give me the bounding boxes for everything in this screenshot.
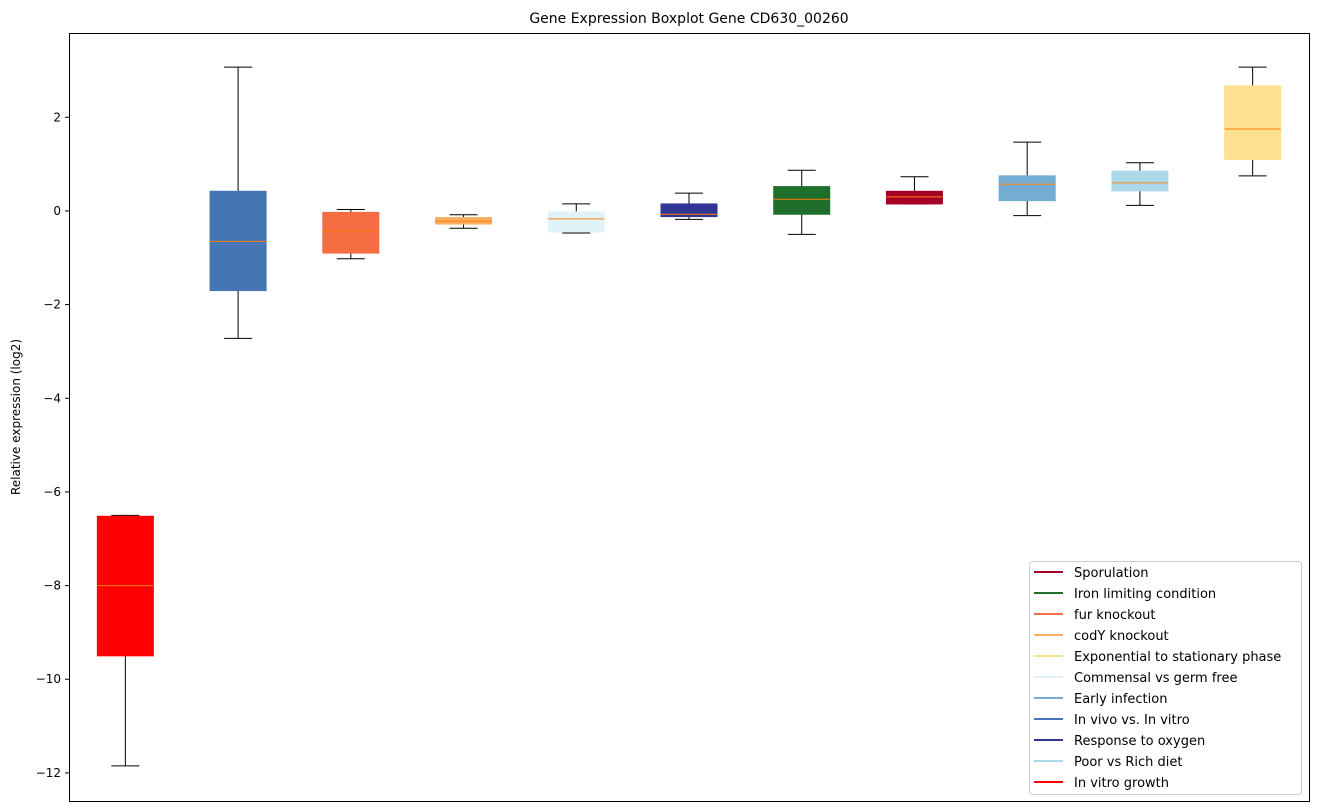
- legend-label: In vitro growth: [1074, 776, 1169, 791]
- plot-frame: [69, 33, 1310, 802]
- chart-title: Gene Expression Boxplot Gene CD630_00260: [529, 11, 848, 27]
- legend-label: codY knockout: [1074, 629, 1169, 644]
- y-tick-label: −6: [43, 485, 61, 499]
- legend-label: In vivo vs. In vitro: [1074, 713, 1190, 728]
- legend-frame: [1029, 561, 1302, 795]
- y-tick-label: −8: [43, 579, 61, 593]
- y-tick-label: 0: [53, 204, 61, 218]
- box-response-to-oxygen: [660, 192, 718, 220]
- box-body: [998, 175, 1056, 202]
- box-in-vitro-growth: [96, 514, 154, 767]
- box-body: [1224, 85, 1282, 160]
- legend-label: Early infection: [1074, 692, 1167, 707]
- box-body: [660, 203, 718, 218]
- y-tick-label: −10: [36, 672, 61, 686]
- legend-label: Commensal vs germ free: [1074, 671, 1237, 686]
- box-exponential-to-stationary-phase: [1224, 66, 1282, 177]
- y-tick-label: −2: [43, 298, 61, 312]
- legend-label: Exponential to stationary phase: [1074, 650, 1281, 665]
- box-body: [773, 186, 831, 215]
- legend-label: Response to oxygen: [1074, 734, 1205, 749]
- box-fur-knockout: [322, 209, 380, 260]
- legend-label: Poor vs Rich diet: [1074, 755, 1182, 770]
- y-axis: 2 0 −2 −4 −6 −8 −10 −12: [36, 110, 69, 780]
- y-tick-label: −12: [36, 766, 61, 780]
- y-tick-label: −4: [43, 391, 61, 405]
- box-body: [547, 211, 605, 233]
- y-tick-label: 2: [53, 110, 61, 124]
- box-commensal-vs-germ-free: [547, 203, 605, 234]
- box-body: [322, 211, 380, 254]
- box-body: [885, 190, 943, 205]
- box-cody-knockout: [435, 214, 493, 229]
- box-body: [1111, 170, 1169, 192]
- y-axis-label: Relative expression (log2): [9, 339, 23, 495]
- legend-label: Sporulation: [1074, 566, 1149, 581]
- box-in-vivo-vs-in-vitro: [209, 66, 267, 339]
- legend-label: Iron limiting condition: [1074, 587, 1216, 602]
- box-iron-limiting-condition: [773, 169, 831, 235]
- boxes: [96, 66, 1282, 767]
- box-sporulation: [885, 176, 943, 205]
- legend-label: fur knockout: [1074, 608, 1156, 623]
- box-early-infection: [998, 141, 1056, 217]
- box-poor-vs-rich-diet: [1111, 162, 1169, 206]
